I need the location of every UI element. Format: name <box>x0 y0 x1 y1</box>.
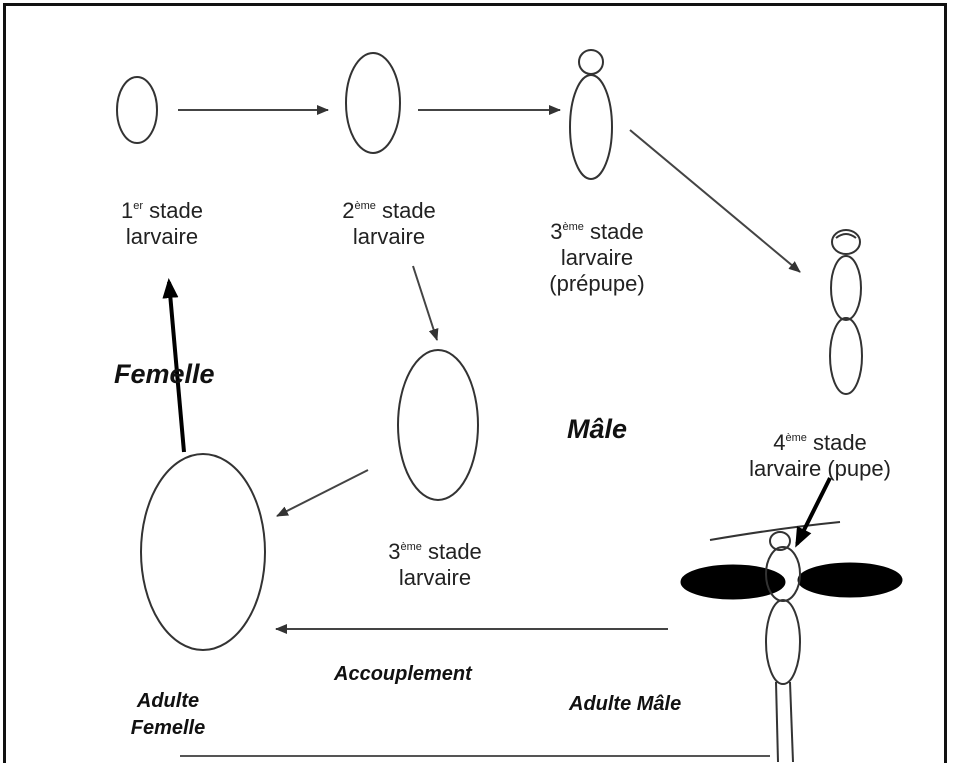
arrow-pupa-to-adult-male <box>797 478 830 544</box>
stage2-label: 2ème stade larvaire <box>314 198 464 250</box>
bottom-divider <box>180 755 770 757</box>
stage2-larva-shape <box>346 53 400 153</box>
stage4-male-label: 4ème stade larvaire (pupe) <box>715 430 925 482</box>
stage3-female-larva-shape <box>398 350 478 500</box>
stage1-label: 1er stade larvaire <box>92 198 232 250</box>
femelle-branch-label: Femelle <box>114 359 215 390</box>
arrow-stage3-female-to-adult-female <box>277 470 368 516</box>
adult-male-label: Adulte Mâle <box>569 691 681 718</box>
adult-female-label: Adulte Femelle <box>108 688 228 742</box>
accouplement-label: Accouplement <box>334 661 472 688</box>
arrow-stage2-to-stage3-female <box>413 266 437 340</box>
adult-male-shape <box>681 522 902 762</box>
male-branch-label: Mâle <box>567 414 627 445</box>
stage3-male-prepupa-shape <box>570 50 612 179</box>
adult-female-shape <box>141 454 265 650</box>
stage4-male-pupa-shape <box>830 230 862 394</box>
stage3-female-label: 3ème stade larvaire <box>360 539 510 591</box>
stage1-larva-shape <box>117 77 157 143</box>
stage3-male-label: 3ème stade larvaire (prépupe) <box>522 219 672 297</box>
